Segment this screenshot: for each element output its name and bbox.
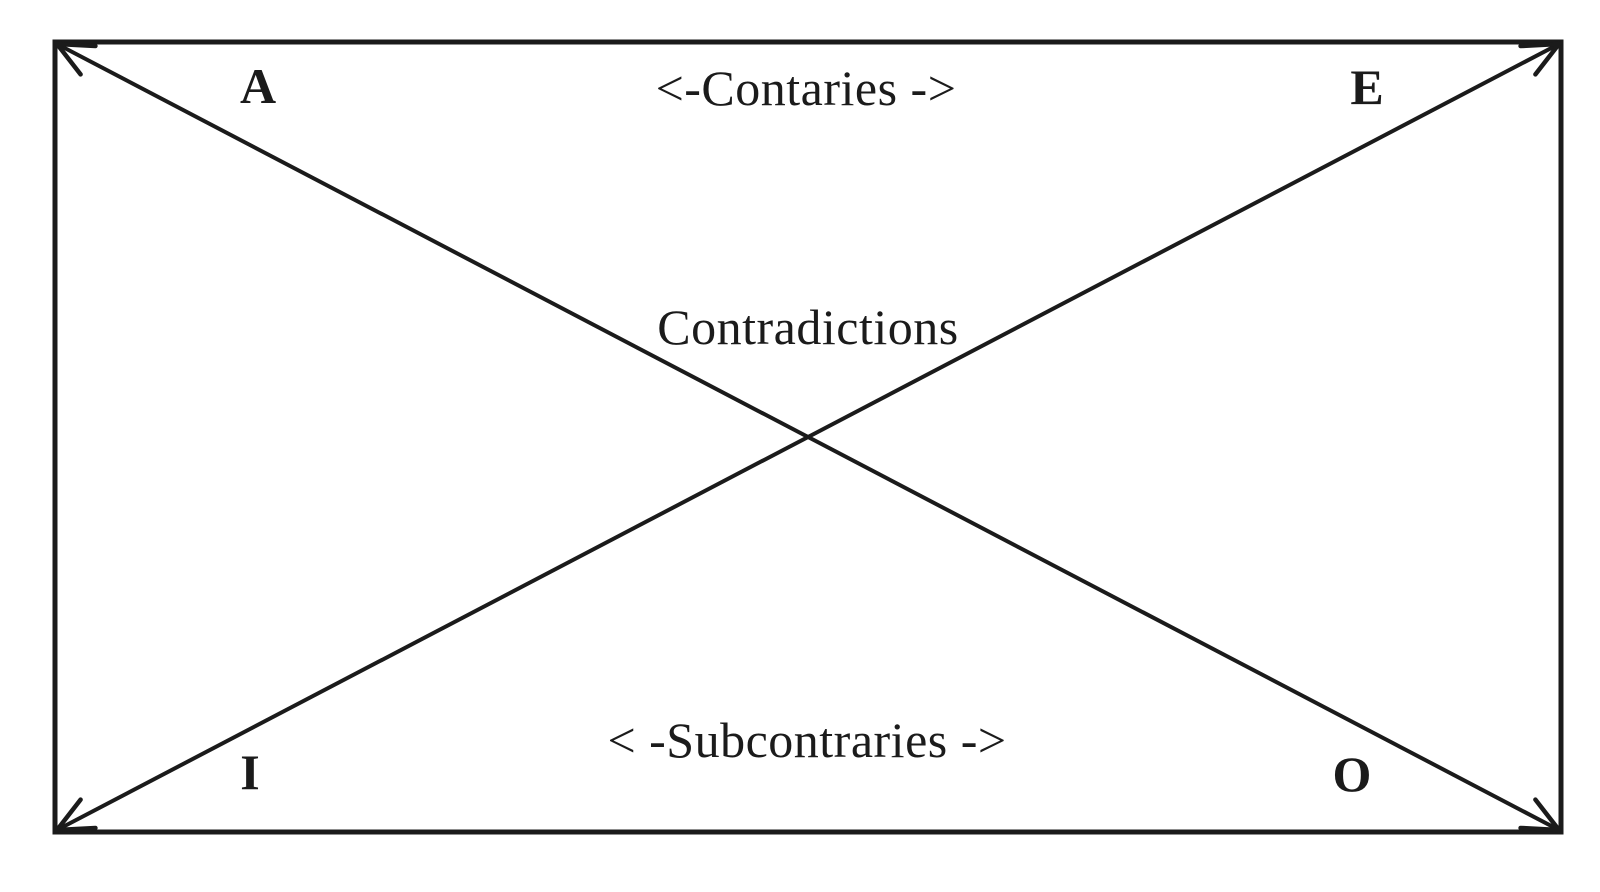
corner-letter-e: E <box>1350 59 1384 115</box>
subcontraries-label: < -Subcontraries -> <box>607 712 1007 768</box>
contraries-label: <-Contaries -> <box>655 60 957 116</box>
contradictions-label: Contradictions <box>657 299 959 355</box>
corner-letter-o: O <box>1332 746 1372 802</box>
corner-letter-a: A <box>239 58 277 114</box>
corner-letter-i: I <box>240 744 260 800</box>
contradiction-diagonal-e-i <box>57 44 1559 830</box>
